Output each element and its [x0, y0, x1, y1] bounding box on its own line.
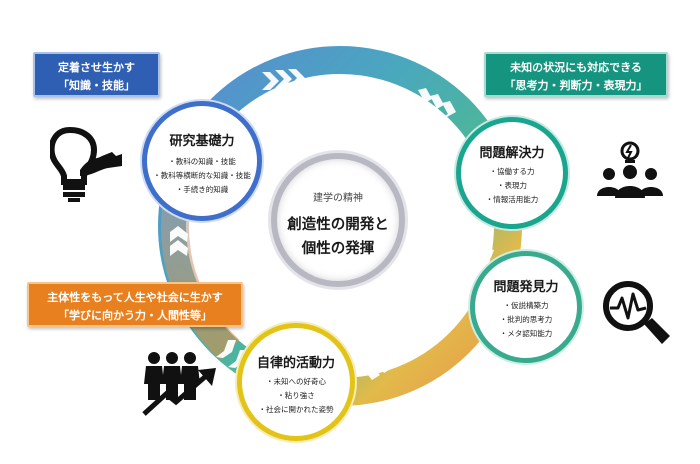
- team-idea-icon: [597, 141, 663, 198]
- node-research-basics-title: 研究基礎力: [169, 134, 235, 149]
- node-autonomous-activity: 自律的活動力 ・未知への好奇心 ・粘り強さ ・社会に開かれた姿勢: [237, 323, 355, 441]
- node-problem-finding: 問題発見力 ・仮説構築力 ・批判的思考力 ・メタ認知能力: [470, 251, 582, 363]
- tag-knowledge-skills: 定着させ生かす 「知識・技能」: [33, 52, 160, 97]
- chevrons-left: [170, 226, 188, 256]
- node-research-basics-item: ・手続き的知識: [175, 185, 229, 194]
- chevrons-right-top: [413, 88, 456, 120]
- center-main-line1: 創造性の開発と: [287, 217, 389, 233]
- node-problem-solving-item: ・協働する力: [489, 167, 535, 176]
- node-problem-solving-item: ・情報活用能力: [485, 195, 539, 204]
- chevrons-top: [262, 69, 305, 90]
- tag-blue-line2: 「知識・技能」: [58, 79, 135, 92]
- tag-blue-line1: 定着させ生かす: [58, 61, 135, 74]
- node-autonomous-activity-item: ・社会に開かれた姿勢: [258, 405, 334, 414]
- node-problem-finding-item: ・批判的思考力: [499, 315, 553, 324]
- node-problem-solving: 問題解決力 ・協働する力 ・表現力 ・情報活用能力: [456, 117, 568, 229]
- magnifier-pulse-icon: [603, 281, 670, 344]
- node-problem-solving-item: ・表現力: [497, 181, 527, 190]
- node-autonomous-activity-item: ・未知への好奇心: [266, 377, 326, 386]
- center-main-line2: 個性の発揮: [301, 241, 375, 257]
- node-problem-solving-title: 問題解決力: [479, 146, 545, 161]
- tag-teal-line2: 「思考力・判断力・表現力」: [504, 79, 648, 92]
- node-problem-finding-item: ・仮説構築力: [503, 301, 549, 310]
- center-circle: 建学の精神 創造性の開発と 個性の発揮: [271, 153, 405, 287]
- tag-teal-line1: 未知の状況にも対応できる: [510, 61, 642, 74]
- node-research-basics-item: ・教科の知識・技能: [168, 157, 236, 166]
- tag-orange-line2: 「学びに向かう力・人間性等」: [58, 309, 212, 322]
- node-problem-finding-item: ・メタ認知能力: [499, 329, 553, 338]
- people-growth-icon: [142, 352, 216, 416]
- tag-orange-line1: 主体性をもって人生や社会に生かす: [47, 291, 223, 304]
- lightbulb-icon: [50, 126, 122, 202]
- chevrons-right: [474, 221, 494, 258]
- node-research-basics-item: ・教科等横断的な知識・技能: [153, 171, 251, 180]
- node-research-basics: 研究基礎力 ・教科の知識・技能 ・教科等横断的な知識・技能 ・手続き的知識: [142, 101, 262, 221]
- node-problem-finding-title: 問題発見力: [493, 280, 559, 295]
- chevrons-bottom-right: [364, 338, 404, 380]
- node-autonomous-activity-title: 自律的活動力: [256, 356, 335, 371]
- node-autonomous-activity-item: ・粘り強さ: [277, 391, 315, 400]
- center-subtitle: 建学の精神: [313, 193, 363, 204]
- tag-thinking-judgment: 未知の状況にも対応できる 「思考力・判断力・表現力」: [484, 52, 668, 97]
- tag-learning-humanity: 主体性をもって人生や社会に生かす 「学びに向かう力・人間性等」: [27, 282, 243, 327]
